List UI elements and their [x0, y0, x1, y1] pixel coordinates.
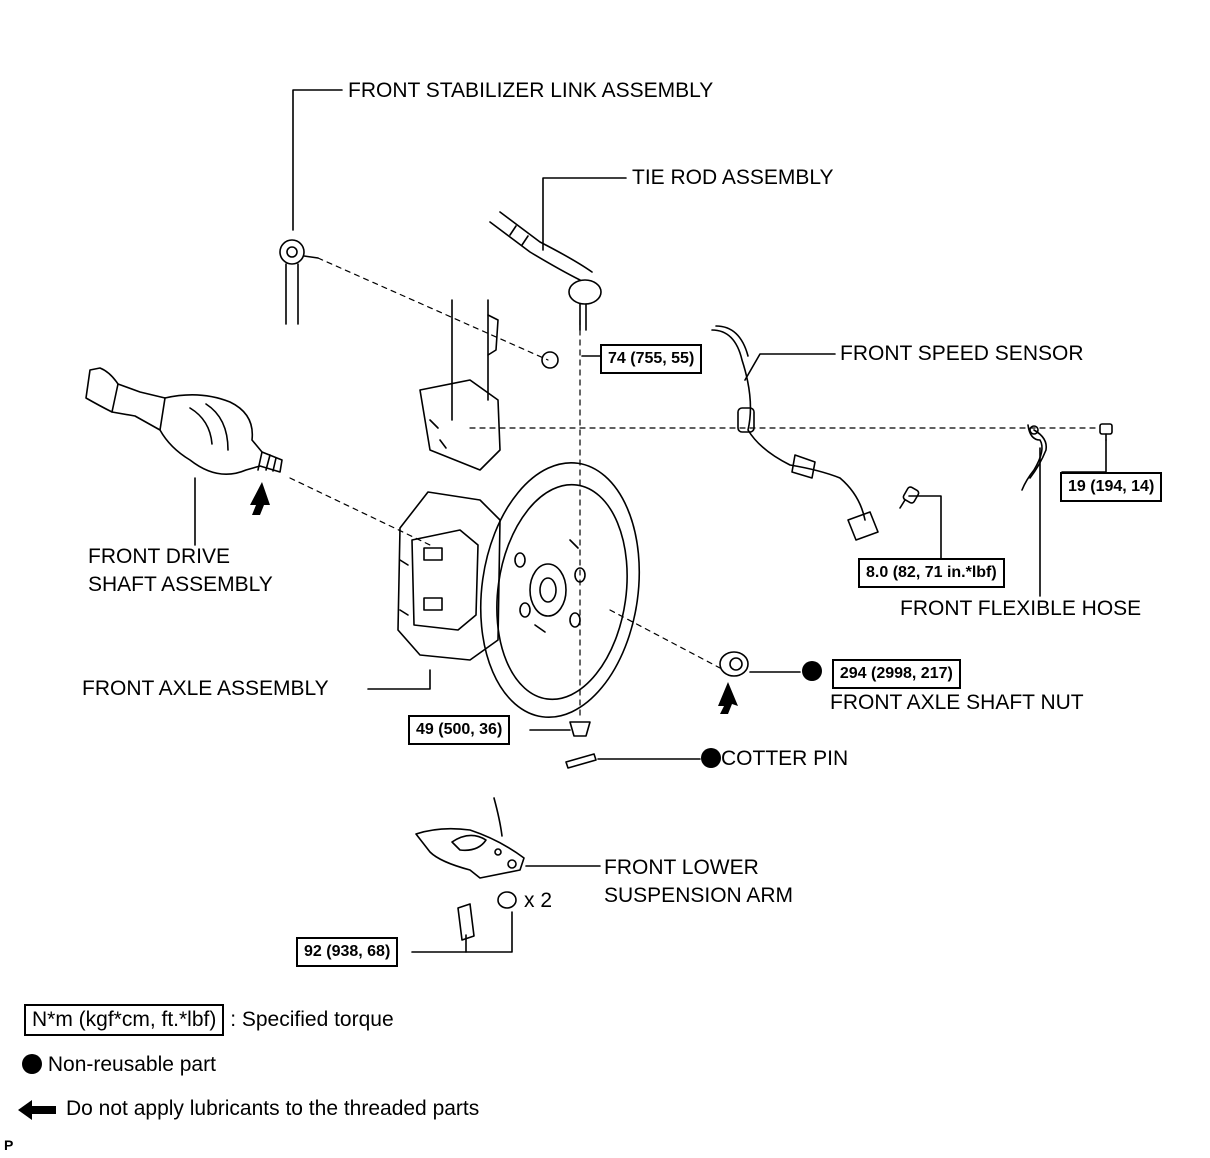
- torque-ball-joint-nut: 49 (500, 36): [408, 715, 511, 745]
- legend-torque-desc: : Specified torque: [230, 1008, 394, 1031]
- brake-disc-drawing: [479, 461, 641, 719]
- brake-caliper-drawing: [397, 491, 501, 661]
- label-quantity: x 2: [524, 889, 553, 912]
- axle-nut-non-reusable-dot-icon: [802, 661, 822, 681]
- label-front-drive-shaft-line1: FRONT DRIVE: [88, 545, 230, 568]
- label-front-axle-shaft-nut: FRONT AXLE SHAFT NUT: [830, 691, 1084, 714]
- label-front-axle-assembly: FRONT AXLE ASSEMBLY: [82, 677, 329, 700]
- axle-nut-arrow-icon: [718, 682, 738, 714]
- label-front-drive-shaft-line2: SHAFT ASSEMBLY: [88, 573, 273, 596]
- legend-dot-icon: [22, 1054, 42, 1074]
- label-front-speed-sensor: FRONT SPEED SENSOR: [840, 342, 1084, 365]
- tie-rod-drawing: [489, 211, 602, 331]
- tie-rod-nut-drawing: [541, 351, 559, 369]
- axle-nut-drawing: [719, 651, 749, 677]
- label-cotter-pin: COTTER PIN: [701, 747, 848, 771]
- strut-drawing: [419, 299, 501, 471]
- label-front-flexible-hose: FRONT FLEXIBLE HOSE: [900, 597, 1142, 620]
- label-tie-rod: TIE ROD ASSEMBLY: [632, 166, 834, 189]
- arm-nut-drawing: [497, 891, 517, 909]
- alignment-lines: [289, 257, 1101, 721]
- stabilizer-link-drawing: [279, 239, 319, 325]
- legend-arrow-icon: [18, 1100, 56, 1120]
- drive-shaft-drawing: [85, 367, 283, 476]
- torque-sensor-bolt: 8.0 (82, 71 in.*lbf): [858, 558, 1005, 588]
- drive-shaft-arrow-icon: [250, 482, 270, 515]
- legend-non-reusable-text: Non-reusable part: [47, 1053, 216, 1076]
- torque-tie-rod-nut: 74 (755, 55): [600, 344, 703, 374]
- label-lower-arm-line1: FRONT LOWER: [604, 856, 759, 879]
- torque-axle-nut-group: 294 (2998, 217): [802, 659, 961, 689]
- lower-suspension-arm-drawing: [415, 797, 525, 879]
- hose-bolt-drawing: [1099, 423, 1113, 441]
- torque-hose-bolt: 19 (194, 14): [1060, 472, 1163, 502]
- ball-joint-nut-drawing: [569, 721, 591, 737]
- torque-arm-bolt: 92 (938, 68): [296, 937, 399, 967]
- label-front-drive-shaft: FRONT DRIVE SHAFT ASSEMBLY: [88, 543, 273, 599]
- cotter-pin-text: COTTER PIN: [721, 747, 849, 770]
- sensor-bolt-drawing: [899, 486, 920, 509]
- flexible-hose-drawing: [1021, 424, 1048, 491]
- legend-torque-unit: N*m (kgf*cm, ft.*lbf): [24, 1004, 225, 1036]
- leader-lines: [194, 89, 1107, 953]
- legend-non-reusable: Non-reusable part: [22, 1052, 216, 1078]
- label-front-stabilizer-link: FRONT STABILIZER LINK ASSEMBLY: [348, 79, 714, 102]
- legend-torque: N*m (kgf*cm, ft.*lbf) : Specified torque: [24, 1004, 394, 1036]
- cotter-pin-drawing: [565, 753, 597, 769]
- label-lower-arm-line2: SUSPENSION ARM: [604, 884, 794, 907]
- speed-sensor-drawing: [711, 325, 879, 541]
- arm-bolt-drawing: [457, 903, 475, 941]
- non-reusable-dot-icon: [701, 748, 721, 768]
- footer-mark: P: [4, 1137, 14, 1153]
- torque-axle-nut: 294 (2998, 217): [831, 659, 961, 689]
- label-front-lower-suspension-arm: FRONT LOWER SUSPENSION ARM: [604, 854, 793, 910]
- legend-no-lube: Do not apply lubricants to the threaded …: [66, 1097, 480, 1120]
